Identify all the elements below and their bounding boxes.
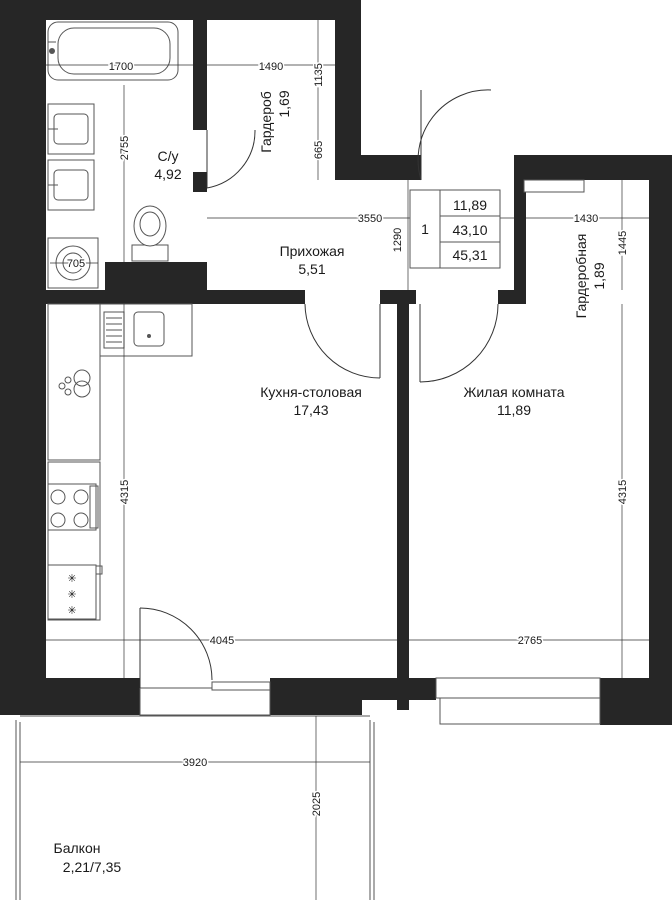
stove-rings <box>58 369 91 398</box>
kitchen-sink <box>99 303 193 357</box>
room-hall-name: Прихожая <box>280 243 345 259</box>
room-kitchen-name: Кухня-столовая <box>260 384 362 400</box>
room-bathroom-area: 4,92 <box>154 166 181 182</box>
summary-rooms: 1 <box>421 221 429 237</box>
dim-kitchen-height: 4315 <box>119 480 131 504</box>
dim-wardrobe-height-2: 665 <box>313 141 325 159</box>
room-wardrobe1-area: 1,69 <box>276 90 292 117</box>
sink-upper <box>47 103 95 155</box>
dim-wardrobe2-width: 1430 <box>574 213 598 225</box>
sink-lower <box>47 159 95 211</box>
area-summary-box <box>409 189 501 269</box>
room-balcony-name: Балкон <box>54 840 101 856</box>
dim-living-height: 4315 <box>617 480 629 504</box>
svg-text:✳: ✳ <box>67 605 76 617</box>
wardrobe-shelf <box>523 179 585 193</box>
room-wardrobe1-name: Гардероб <box>258 91 274 153</box>
bathtub <box>47 21 179 81</box>
dim-wardrobe-width: 1490 <box>259 61 283 73</box>
dim-balcony-height: 2025 <box>311 792 323 816</box>
dimension-lines <box>20 20 649 900</box>
svg-text:✳: ✳ <box>67 589 76 601</box>
dim-bath-height: 2755 <box>119 136 131 160</box>
room-wardrobe2-area: 1,89 <box>591 262 607 289</box>
balcony-outline <box>15 715 375 900</box>
room-bathroom-name: С/у <box>158 148 179 164</box>
summary-living-area: 11,89 <box>453 197 487 213</box>
dim-hall-width: 3550 <box>358 213 382 225</box>
room-kitchen-area: 17,43 <box>293 402 328 418</box>
dim-wardrobe-height-1: 1135 <box>313 63 325 87</box>
dim-living-width: 2765 <box>518 635 542 647</box>
room-living-name: Жилая комната <box>463 384 564 400</box>
summary-total-area: 43,10 <box>452 222 487 238</box>
room-wardrobe2-name: Гардеробная <box>573 234 589 319</box>
dim-hall-height: 1290 <box>392 228 404 252</box>
dim-bath-width: 1700 <box>109 61 133 73</box>
toilet <box>131 205 169 262</box>
cooktop <box>47 483 99 531</box>
doors <box>139 89 499 688</box>
fridge: ✳ ✳ ✳ <box>47 564 103 620</box>
dim-kitchen-width: 4045 <box>210 635 234 647</box>
room-hall-area: 5,51 <box>298 261 325 277</box>
dim-washer: 705 <box>67 258 85 270</box>
windows <box>139 677 601 725</box>
svg-text:✳: ✳ <box>67 573 76 585</box>
dim-wardrobe2-height: 1445 <box>617 231 629 255</box>
walls <box>0 0 672 725</box>
room-balcony-area: 2,21/7,35 <box>63 859 122 875</box>
room-living-area: 11,89 <box>497 402 531 418</box>
summary-total-with-balcony: 45,31 <box>452 247 487 263</box>
dim-balcony-width: 3920 <box>183 757 207 769</box>
